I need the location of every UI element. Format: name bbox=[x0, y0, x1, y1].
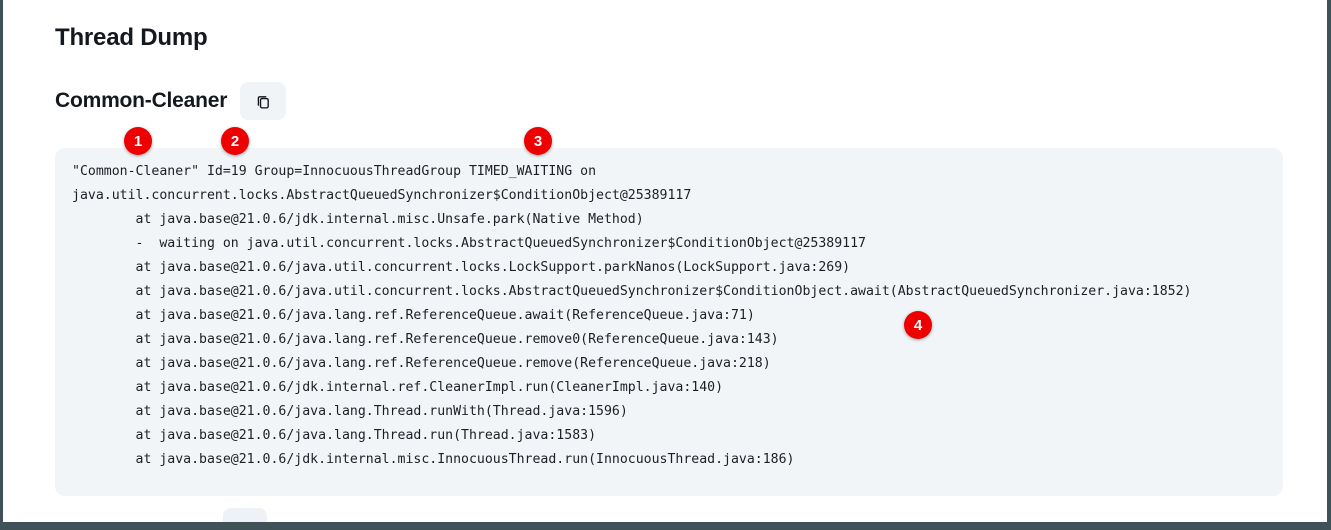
code-line: - waiting on java.util.concurrent.locks.… bbox=[72, 236, 866, 251]
code-line: at java.base@21.0.6/java.lang.ref.Refere… bbox=[72, 308, 755, 323]
copy-thread-dump-button[interactable] bbox=[240, 82, 287, 120]
code-line: at java.base@21.0.6/jdk.internal.ref.Cle… bbox=[72, 380, 724, 395]
annotation-badge-4: 4 bbox=[904, 311, 932, 339]
annotation-badge-1: 1 bbox=[124, 127, 152, 155]
bottom-tab-stub bbox=[223, 508, 267, 522]
code-line: java.util.concurrent.locks.AbstractQueue… bbox=[72, 188, 692, 203]
thread-header: Common-Cleaner bbox=[55, 82, 287, 120]
annotation-badge-3: 3 bbox=[524, 127, 552, 155]
code-line: at java.base@21.0.6/java.lang.Thread.run… bbox=[72, 428, 597, 443]
window-bottom-chrome bbox=[3, 522, 1327, 530]
code-line: at java.base@21.0.6/java.lang.ref.Refere… bbox=[72, 356, 771, 371]
code-lines: "Common-Cleaner" Id=19 Group=InnocuousTh… bbox=[55, 160, 1283, 472]
thread-dump-code-block[interactable]: "Common-Cleaner" Id=19 Group=InnocuousTh… bbox=[55, 148, 1283, 496]
code-line: at java.base@21.0.6/java.lang.Thread.run… bbox=[72, 404, 628, 419]
code-line: at java.base@21.0.6/jdk.internal.misc.In… bbox=[72, 452, 795, 467]
code-line: at java.base@21.0.6/java.util.concurrent… bbox=[72, 284, 1192, 299]
copy-icon bbox=[255, 93, 272, 110]
page-title: Thread Dump bbox=[55, 24, 208, 51]
code-line: "Common-Cleaner" Id=19 Group=InnocuousTh… bbox=[72, 164, 597, 179]
code-line: at java.base@21.0.6/java.util.concurrent… bbox=[72, 260, 851, 275]
code-line: at java.base@21.0.6/java.lang.ref.Refere… bbox=[72, 332, 779, 347]
code-line: at java.base@21.0.6/jdk.internal.misc.Un… bbox=[72, 212, 644, 227]
annotation-badge-2: 2 bbox=[221, 127, 249, 155]
thread-name-heading: Common-Cleaner bbox=[55, 89, 228, 112]
